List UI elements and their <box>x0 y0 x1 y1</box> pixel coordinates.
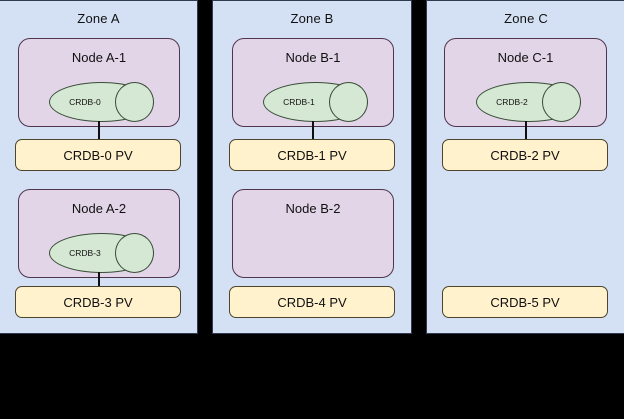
node-b-1[interactable]: Node B-1 CRDB-1 <box>232 38 394 127</box>
pod-crdb-1-label: CRDB-1 <box>283 97 315 107</box>
zone-a-container[interactable]: Zone A Node A-1 CRDB-0 CRDB-0 PV Node A-… <box>0 0 198 334</box>
pod-crdb-0-label: CRDB-0 <box>69 97 101 107</box>
zone-b-container[interactable]: Zone B Node B-1 CRDB-1 CRDB-1 PV Node B-… <box>212 0 412 334</box>
zone-b-title: Zone B <box>290 11 334 26</box>
node-c-1-label: Node C-1 <box>497 50 554 65</box>
pod-crdb-1[interactable]: CRDB-1 <box>263 82 368 122</box>
node-a-1[interactable]: Node A-1 CRDB-0 <box>18 38 180 127</box>
pod-crdb-2[interactable]: CRDB-2 <box>476 82 581 122</box>
zone-c-container[interactable]: Zone C Node C-1 CRDB-2 CRDB-2 PV CRDB-5 … <box>426 0 624 334</box>
pod-crdb-3[interactable]: CRDB-3 <box>49 233 154 273</box>
pv-crdb-1[interactable]: CRDB-1 PV <box>229 139 395 171</box>
pod-crdb-2-label: CRDB-2 <box>496 97 528 107</box>
pv-crdb-0[interactable]: CRDB-0 PV <box>15 139 181 171</box>
connector-crdb-1 <box>312 121 314 141</box>
zone-c-title: Zone C <box>504 11 548 26</box>
pod-crdb-0[interactable]: CRDB-0 <box>49 82 154 122</box>
pv-crdb-5[interactable]: CRDB-5 PV <box>442 286 608 318</box>
node-b-2-label: Node B-2 <box>285 201 341 216</box>
connector-crdb-3 <box>98 272 100 292</box>
connector-crdb-0 <box>98 121 100 141</box>
node-a-1-label: Node A-1 <box>71 50 127 65</box>
node-c-1[interactable]: Node C-1 CRDB-2 <box>444 38 607 127</box>
zone-a-title: Zone A <box>77 11 120 26</box>
pv-crdb-2[interactable]: CRDB-2 PV <box>442 139 608 171</box>
node-a-2-label: Node A-2 <box>71 201 127 216</box>
pv-crdb-4[interactable]: CRDB-4 PV <box>229 286 395 318</box>
node-a-2[interactable]: Node A-2 CRDB-3 <box>18 189 180 278</box>
node-b-1-label: Node B-1 <box>285 50 341 65</box>
pod-crdb-3-label: CRDB-3 <box>69 248 101 258</box>
node-b-2[interactable]: Node B-2 <box>232 189 394 278</box>
connector-crdb-2 <box>525 121 527 141</box>
pv-crdb-3[interactable]: CRDB-3 PV <box>15 286 181 318</box>
